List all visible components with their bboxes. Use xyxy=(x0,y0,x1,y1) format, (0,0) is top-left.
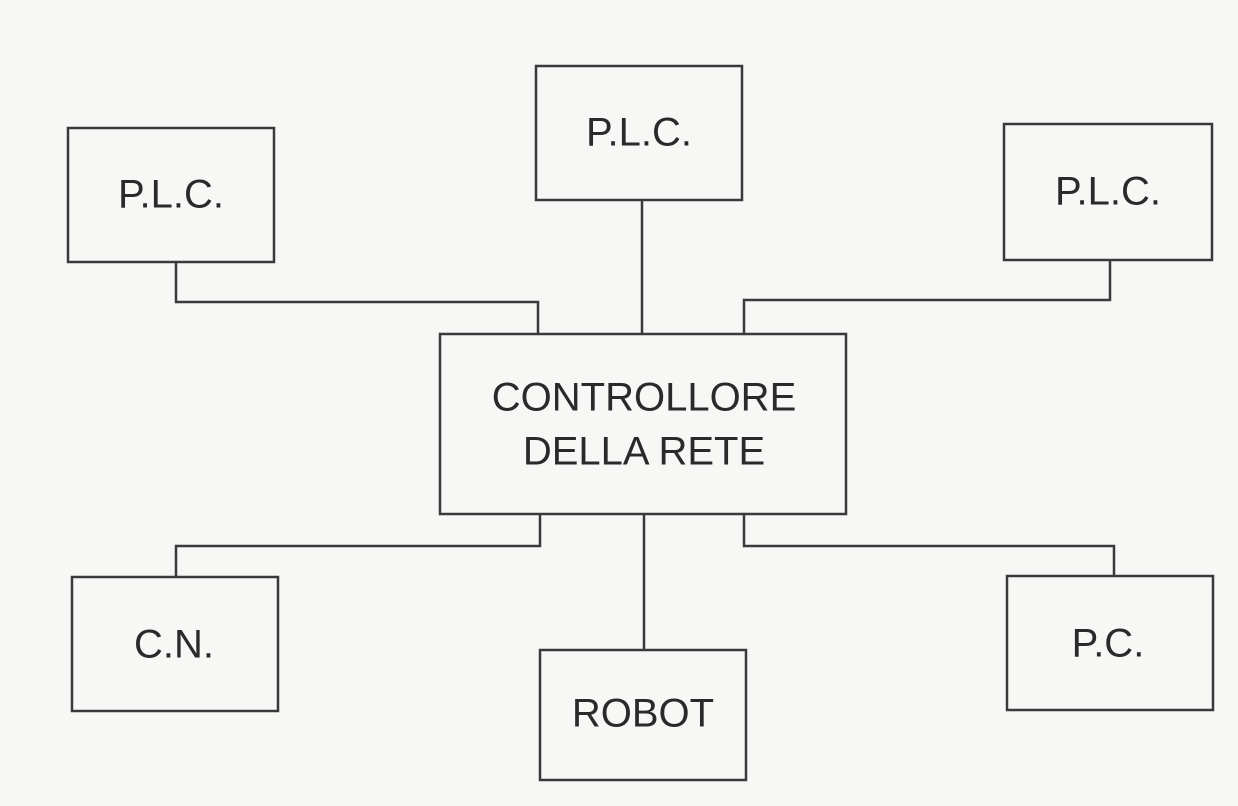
pc-node-label: P.C. xyxy=(1072,622,1145,666)
link-cn xyxy=(174,514,542,577)
link-plc-right xyxy=(742,260,1112,334)
network-controller-node: CONTROLLORE DELLA RETE xyxy=(438,332,848,516)
robot-node-label: ROBOT xyxy=(572,692,714,736)
network-controller-label-line1: CONTROLLORE xyxy=(492,376,797,420)
plc-node-left: P.L.C. xyxy=(66,126,276,264)
cn-node: C.N. xyxy=(70,575,280,713)
link-pc xyxy=(742,514,1116,576)
plc-node-right-label: P.L.C. xyxy=(1055,170,1161,214)
network-controller-label-line2: DELLA RETE xyxy=(523,430,765,474)
cn-node-label: C.N. xyxy=(134,623,214,667)
robot-node: ROBOT xyxy=(538,648,748,782)
pc-node: P.C. xyxy=(1005,574,1215,712)
plc-node-right: P.L.C. xyxy=(1002,122,1214,262)
link-plc-left xyxy=(174,262,540,334)
plc-node-top-label: P.L.C. xyxy=(586,111,692,155)
plc-node-left-label: P.L.C. xyxy=(118,173,224,217)
plc-node-top: P.L.C. xyxy=(534,64,744,202)
